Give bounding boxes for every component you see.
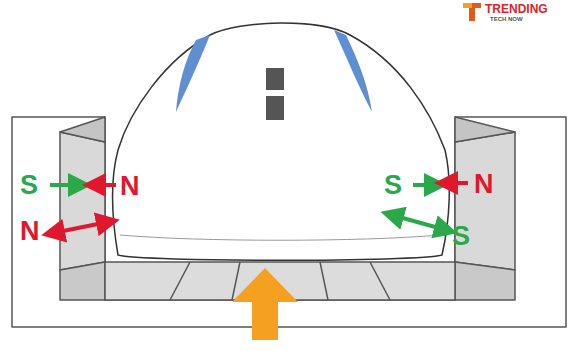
- pole-letter: N: [474, 171, 494, 198]
- pole-letter: N: [120, 173, 140, 200]
- pole-letter: N: [20, 218, 40, 245]
- pole-letter: S: [20, 172, 38, 199]
- watermark-subtitle: TECH NOW: [490, 16, 523, 22]
- pole-letter: S: [452, 223, 470, 250]
- watermark-title: TRENDING: [485, 3, 548, 15]
- pole-letter: S: [384, 172, 402, 199]
